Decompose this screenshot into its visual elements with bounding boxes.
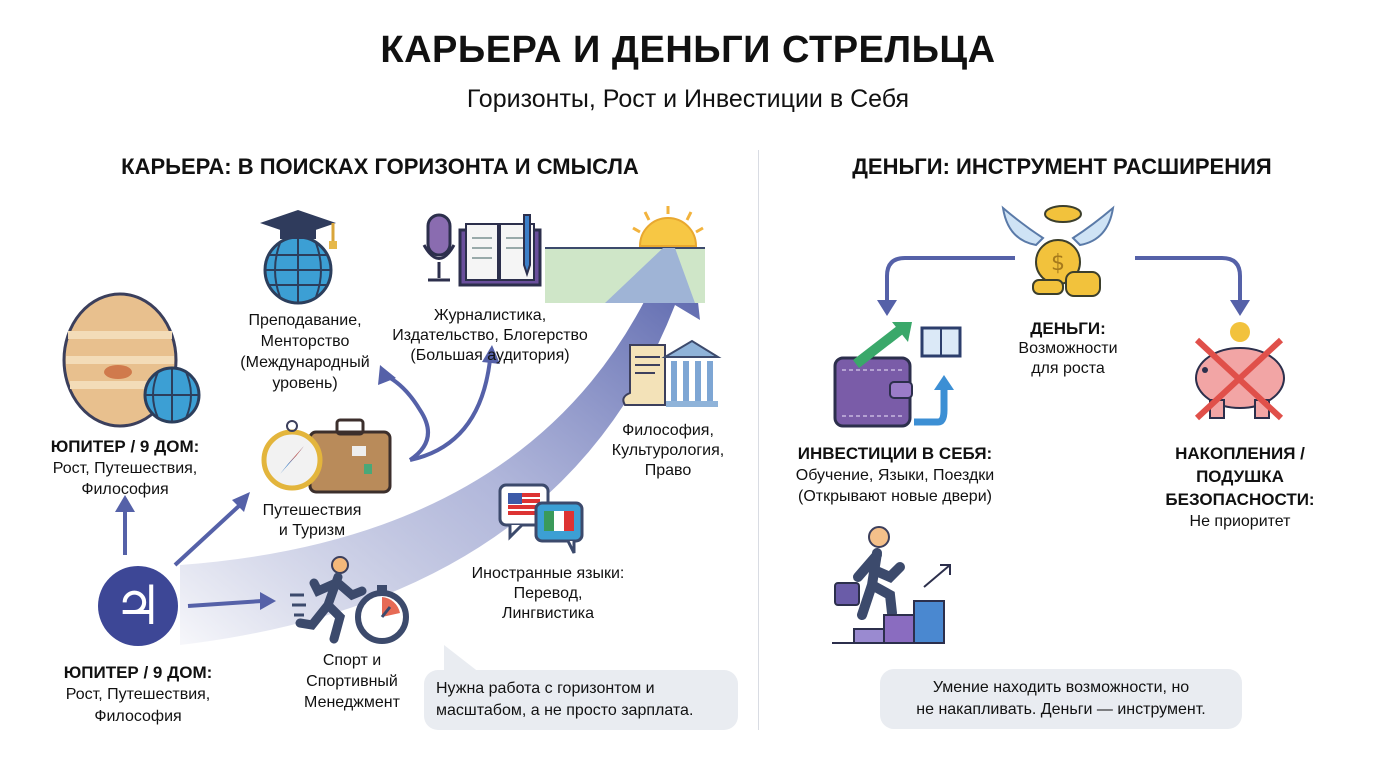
jupiter-bottom-line: Рост, Путешествия, [65,686,211,703]
invest-line: Обучение, Языки, Поездки [795,467,995,484]
career-stairs-icon [832,526,951,644]
invest-title: ИНВЕСТИЦИИ В СЕБЯ: [797,444,993,463]
jupiter-symbol-icon: ♃ [98,566,178,646]
career-item-journalism: Журналистика, [433,307,547,324]
compass-suitcase-icon [261,418,392,494]
money-center-line: Возможности [1018,340,1118,357]
career-heading: КАРЬЕРА: В ПОИСКАХ ГОРИЗОНТА И СМЫСЛА [121,154,639,179]
savings-title: ПОДУШКА [1196,467,1284,486]
money-heading: ДЕНЬГИ: ИНСТРУМЕНТ РАСШИРЕНИЯ [852,154,1272,179]
career-callout: Нужна работа с горизонтом и масштабом, а… [424,670,738,730]
winged-coins-icon: $ [1001,205,1115,297]
wallet-growth-icon [833,322,962,428]
money-callout-line: не накапливать. Деньги — инструмент. [916,701,1206,718]
career-item-sport: Спорт и [322,652,382,669]
career-callout-line: Нужна работа с горизонтом и [436,680,655,697]
career-item-teaching: Преподавание, [248,312,362,329]
career-item-sport: Менеджмент [304,694,400,711]
money-center-line: для роста [1031,360,1105,377]
career-item-philosophy: Философия, [622,422,714,439]
career-item-teaching: Менторство [260,333,350,350]
piggy-bank-crossed-icon [1194,322,1285,421]
career-item-philosophy: Право [644,462,692,479]
career-item-languages: Лингвистика [501,605,595,622]
microphone-book-icon [422,213,542,287]
callout-tail [444,645,480,673]
money-center-title: ДЕНЬГИ: [1030,319,1106,338]
savings-title: НАКОПЛЕНИЯ / [1175,444,1305,463]
career-item-teaching: (Международный [240,354,370,371]
career-item-sport: Спортивный [306,673,398,690]
page-subtitle: Горизонты, Рост и Инвестиции в Себя [466,85,910,113]
career-item-languages: Иностранные языки: [471,565,625,582]
language-flags-icon [498,483,584,554]
career-item-travel: Путешествия [262,502,362,519]
sunrise-horizon-icon [545,206,705,303]
career-item-languages: Перевод, [513,585,583,602]
runner-stopwatch-icon [290,556,409,644]
career-item-philosophy: Культурология, [611,442,725,459]
savings-title: БЕЗОПАСНОСТИ: [1165,490,1315,509]
savings-line: Не приоритет [1189,513,1291,530]
money-callout-line: Умение находить возможности, но [932,679,1190,696]
scroll-courthouse-icon [622,339,722,407]
svg-text:$: $ [1051,251,1065,276]
jupiter-top-line: Философия [81,481,169,498]
jupiter-planet-icon [62,292,201,428]
jupiter-top-title: ЮПИТЕР / 9 ДОМ: [50,437,200,456]
jupiter-bottom-line: Философия [94,708,182,725]
career-item-journalism: Издательство, Блогерство [392,327,588,344]
jupiter-bottom-title: ЮПИТЕР / 9 ДОМ: [63,663,213,682]
page-title: КАРЬЕРА И ДЕНЬГИ СТРЕЛЬЦА [380,29,996,71]
career-item-travel: и Туризм [278,522,346,539]
section-divider [758,150,759,730]
jupiter-top-line: Рост, Путешествия, [52,460,198,477]
career-item-journalism: (Большая аудитория) [410,347,570,364]
career-callout-line: масштабом, а не просто зарплата. [436,702,694,719]
invest-line: (Открывают новые двери) [798,488,992,505]
graduation-globe-icon [260,210,337,305]
money-callout: Умение находить возможности, но не накап… [880,669,1242,729]
career-item-teaching: уровень) [272,375,338,392]
